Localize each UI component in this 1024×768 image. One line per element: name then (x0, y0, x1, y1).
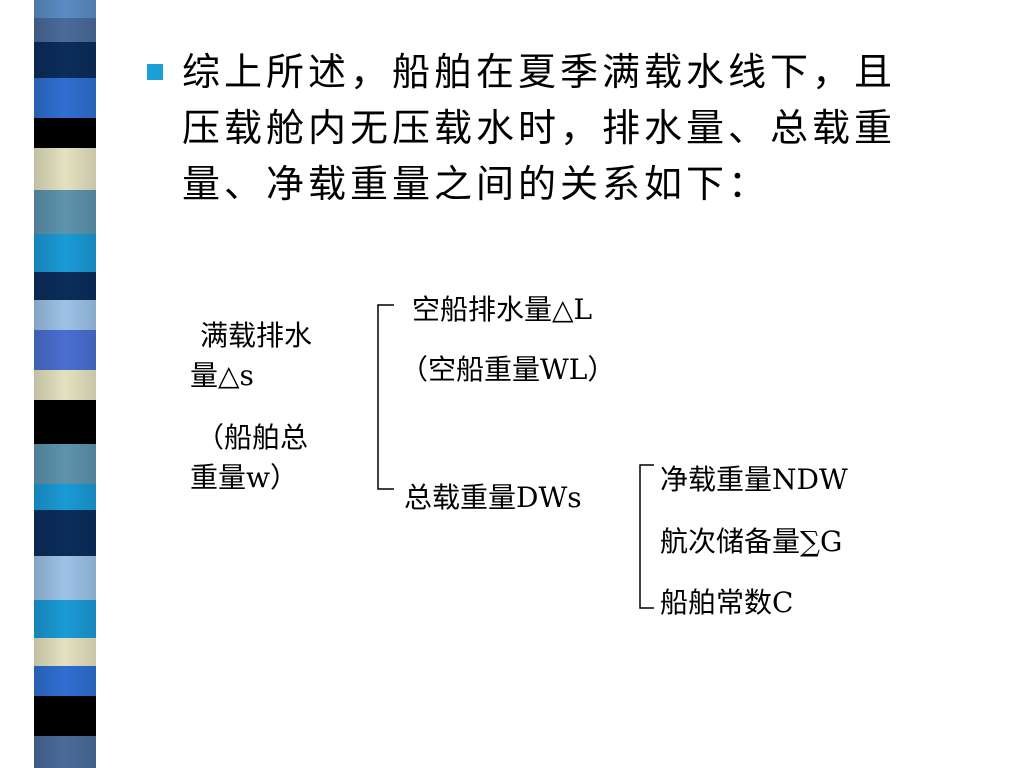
bracket-level2 (632, 462, 662, 612)
ship-constant-label: 船舶常数C (660, 586, 794, 619)
voyage-reserves-label: 航次储备量∑G (660, 525, 843, 558)
deadweight-label: 总载重量DWs (404, 481, 582, 514)
root-label-line1: 满载排水 (200, 319, 313, 352)
root-label-line4: 重量w） (190, 461, 298, 494)
net-deadweight-label: 净载重量NDW (660, 463, 848, 496)
root-label-line3: （船舶总 (196, 421, 309, 454)
light-ship-displacement-label: 空船排水量△L (412, 293, 593, 326)
bullet-paragraph: 综上所述，船舶在夏季满载水线下，且 压载舱内无压载水时，排水量、总载重 量、净载… (182, 50, 897, 206)
bullet-square-icon (147, 64, 163, 80)
root-label-line2: 量△s (190, 359, 254, 392)
light-ship-weight-label: （空船重量WL） (400, 353, 616, 386)
decorative-stripe-bar (34, 0, 96, 768)
bracket-level1 (372, 302, 402, 492)
